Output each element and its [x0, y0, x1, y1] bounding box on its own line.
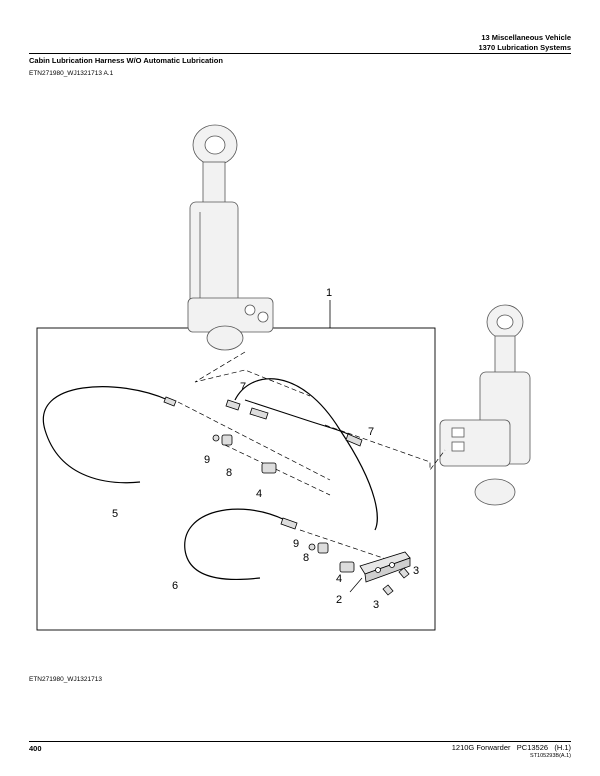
page-title: Cabin Lubrication Harness W/O Automatic … — [29, 56, 223, 65]
footer-reference: ST105293B(A.1) — [530, 753, 571, 759]
callout-8-lower: 8 — [303, 552, 309, 564]
footer-model-name: 1210G Forwarder — [451, 743, 511, 752]
hose-long — [234, 378, 378, 531]
footer-catalog: PC13526 — [516, 743, 549, 752]
section-header: 13 Miscellaneous Vehicle — [481, 33, 571, 42]
cylinder-right — [439, 304, 531, 506]
callout-9-lower: 9 — [293, 538, 299, 550]
hose-6 — [184, 508, 286, 581]
hose-5 — [42, 386, 169, 484]
callout-4-lower: 4 — [336, 573, 342, 585]
footer-rule — [29, 741, 571, 742]
callout-6: 6 — [172, 580, 178, 592]
callout-9-upper: 9 — [204, 454, 210, 466]
parts-illustration: 1 7 7 9 8 4 5 9 8 6 4 3 2 3 — [36, 124, 531, 631]
art-reference: ETN271980_WJ1321713 — [29, 676, 102, 683]
callout-8-upper: 8 — [226, 467, 232, 479]
callout-1: 1 — [326, 287, 332, 299]
callout-3-right: 3 — [413, 565, 419, 577]
header-rule — [29, 53, 571, 54]
callout-4-upper: 4 — [256, 488, 262, 500]
subsection-header: 1370 Lubrication Systems — [478, 43, 571, 52]
page-number: 400 — [29, 744, 42, 753]
callout-2: 2 — [336, 594, 342, 606]
callout-7-right: 7 — [368, 426, 374, 438]
callout-5: 5 — [112, 508, 118, 520]
cylinder-left — [187, 124, 274, 351]
footer-revision: (H.1) — [554, 743, 571, 752]
callout-7-upper: 7 — [240, 381, 246, 393]
callout-3-lower: 3 — [373, 599, 379, 611]
footer-model: 1210G Forwarder PC13526 (H.1) — [452, 743, 571, 752]
figure-id: ETN271980_WJ1321713 A.1 — [29, 70, 114, 77]
